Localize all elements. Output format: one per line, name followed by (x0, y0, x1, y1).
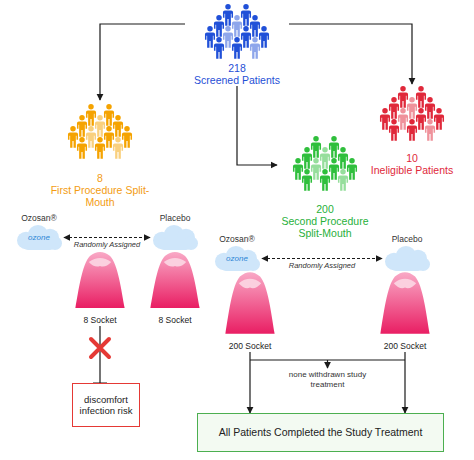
box-text: All Patients Completed the Study Treatme… (219, 426, 423, 439)
socket-shape (147, 250, 203, 310)
flow-connector (289, 24, 412, 84)
flow-connector (404, 352, 405, 413)
group-label: First Procedure Split-Mouth (50, 184, 150, 208)
socket-opening (239, 279, 261, 288)
cloud-text: ozone (212, 245, 262, 272)
assignment-link (64, 237, 150, 238)
assignment-link (262, 258, 382, 259)
cloud-shape (382, 245, 432, 272)
cloud-text: ozone (14, 224, 64, 251)
treatment-cloud: Ozosan®ozone (14, 224, 64, 251)
group-count: 8 (97, 172, 103, 184)
socket-node: 200 Socket (377, 270, 433, 352)
cloud-fill (385, 246, 430, 271)
note-label: none withdrawn study treatment (287, 370, 368, 389)
socket-node: 200 Socket (222, 270, 278, 352)
flow-connector (249, 352, 250, 413)
join-line (250, 359, 405, 360)
leader-arrow (327, 360, 328, 368)
socket-shape (377, 270, 433, 336)
people-cluster (68, 104, 132, 159)
edge-label: Randomly Assigned (277, 261, 367, 270)
gum-shape (75, 252, 124, 308)
flow-connector (100, 24, 185, 100)
treatment-label: Ozosan® (194, 234, 280, 244)
flow-connector (93, 326, 107, 383)
socket-shape (72, 250, 128, 310)
patient-group: 200Second Procedure Split-Mouth (277, 133, 373, 239)
patient-group: 10Ineligible Patients (360, 84, 464, 176)
socket-node: 8 Socket (72, 250, 128, 326)
group-label: Second Procedure Split-Mouth (277, 215, 373, 239)
treatment-label: Placebo (364, 234, 450, 244)
group-label: Screened Patients (194, 74, 280, 86)
flow-connector (237, 86, 277, 165)
patient-group: 8First Procedure Split-Mouth (50, 100, 150, 208)
patient-group: 218Screened Patients (185, 2, 289, 86)
socket-opening (164, 258, 186, 267)
treatment-label: Placebo (132, 213, 218, 223)
socket-count: 8 Socket (60, 315, 140, 326)
risk-box: discomfort infection risk (72, 383, 140, 427)
socket-node: 8 Socket (147, 250, 203, 326)
socket-opening (394, 279, 416, 288)
socket-shape (222, 270, 278, 336)
people-cluster (380, 86, 444, 141)
cross-mark (91, 339, 109, 357)
group-label: Ineligible Patients (371, 164, 453, 176)
box-text: discomfort infection risk (76, 394, 136, 417)
socket-count: 200 Socket (210, 341, 290, 352)
group-count: 10 (406, 152, 418, 164)
outcome-box: All Patients Completed the Study Treatme… (197, 413, 444, 452)
socket-count: 200 Socket (365, 341, 445, 352)
treatment-label: Ozosan® (0, 213, 82, 223)
people-cluster (293, 136, 357, 191)
group-count: 200 (316, 203, 334, 215)
socket-opening (89, 258, 111, 267)
edge-label: Randomly Assigned (62, 240, 152, 249)
treatment-cloud: Placebo (150, 224, 200, 251)
gum-shape (380, 272, 429, 334)
people-cluster (205, 4, 269, 59)
gum-shape (150, 252, 199, 308)
socket-count: 8 Socket (135, 315, 215, 326)
gum-shape (225, 272, 274, 334)
cloud-shape (150, 224, 200, 251)
treatment-cloud: Placebo (382, 245, 432, 272)
cloud-fill (153, 225, 198, 250)
group-count: 218 (228, 62, 246, 74)
treatment-cloud: Ozosan®ozone (212, 245, 262, 272)
